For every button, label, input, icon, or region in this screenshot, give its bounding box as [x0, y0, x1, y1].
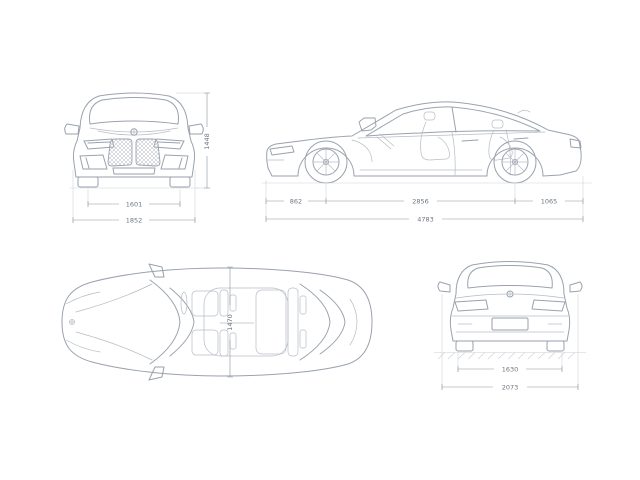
dim-wheelbase-value: 2856 — [412, 198, 429, 206]
rim — [312, 148, 340, 176]
rear-ground-hatch — [437, 352, 576, 360]
front-kidney-grille-right — [135, 138, 161, 167]
front-left-wheel — [77, 176, 99, 188]
front-bmw-roundel — [130, 128, 138, 136]
top-hood-lines — [65, 283, 153, 361]
rear-track-dimension: 1630 — [457, 366, 563, 374]
front-left-mirror — [64, 123, 80, 135]
spokes — [502, 149, 528, 175]
rear-headrest-left — [299, 295, 307, 315]
rear-bumper-lines — [451, 315, 569, 333]
rear-window — [467, 265, 553, 289]
side-greenhouse — [365, 106, 541, 137]
top-windshield-arcs — [149, 279, 195, 365]
side-rear-seat — [488, 119, 513, 161]
front-overall-width-dimension: 1852 — [72, 217, 196, 225]
passenger-seat-cushion — [191, 329, 219, 356]
side-front-wheel — [304, 140, 348, 184]
dimension-line — [72, 217, 196, 223]
dim-overall-length-value: 4783 — [417, 216, 434, 224]
rear-left-wheel — [455, 340, 474, 352]
dim-overall-width-value: 1852 — [126, 217, 143, 225]
rim — [501, 148, 529, 176]
dim-width-incl-mirrors-value: 2073 — [502, 384, 519, 392]
dimension-line — [265, 216, 584, 222]
driver-seat-back — [219, 289, 229, 317]
dimension-line — [227, 266, 233, 378]
top-front-seats — [180, 289, 255, 357]
front-right-mirror — [188, 123, 204, 135]
top-trunk-lines — [349, 298, 358, 346]
rear-width-mirrors-dimension: 2073 — [441, 384, 579, 392]
dim-rear-overhang-value: 1065 — [541, 198, 558, 206]
passenger-headrest — [229, 332, 237, 350]
roundel-cross — [69, 319, 75, 325]
rear-right-mirror — [569, 281, 583, 293]
front-view: 1601 1852 1448 — [64, 92, 211, 225]
dimension-line — [441, 384, 579, 390]
side-panel-lines — [267, 109, 546, 176]
side-interior — [351, 133, 395, 163]
seat-outline — [488, 129, 513, 161]
front-body-outline — [72, 92, 196, 178]
rear-headrest-right — [299, 329, 307, 349]
dim-overall-height-value: 1448 — [203, 133, 211, 150]
spokes — [313, 149, 339, 175]
dim-interior-width-value: 1470 — [226, 314, 234, 331]
top-right-mirror — [148, 366, 165, 381]
rear-left-taillight — [454, 299, 489, 312]
rear-license-plate — [491, 317, 529, 331]
steering-wheel — [180, 291, 188, 315]
rear-bench-cushion — [255, 289, 287, 355]
rear-trunk-line — [455, 293, 565, 299]
rear-right-wheel — [546, 340, 565, 352]
rear-right-taillight — [531, 299, 566, 312]
side-view: 862 2856 1065 4783 — [262, 101, 592, 224]
dim-rear-track-value: 1630 — [502, 366, 519, 374]
top-left-mirror — [148, 263, 165, 278]
side-taillight — [569, 138, 582, 149]
dimension-line — [457, 366, 563, 372]
side-overhang-wheelbase-dimensions: 862 2856 1065 — [265, 198, 584, 206]
side-body-outline — [266, 101, 582, 177]
top-view: 1470 — [61, 263, 373, 381]
rear-body-outline — [449, 261, 571, 342]
front-extension-lines — [72, 92, 210, 223]
side-door-handles — [461, 137, 529, 142]
top-interior-width-dimension: 1470 — [226, 266, 234, 378]
top-rear-bench — [255, 287, 307, 357]
dim-front-overhang-value: 862 — [290, 198, 302, 206]
passenger-seat-back — [219, 329, 229, 357]
side-front-seat — [420, 111, 450, 161]
dim-front-track-value: 1601 — [126, 201, 143, 209]
top-bmw-roundel — [69, 319, 75, 325]
driver-headrest — [229, 294, 237, 312]
side-mirror — [358, 117, 377, 132]
driver-seat-cushion — [191, 290, 219, 317]
top-roof-panel — [203, 287, 289, 357]
rear-left-mirror — [437, 281, 451, 293]
side-headlight — [269, 145, 295, 156]
rear-view: 1630 2073 — [434, 261, 586, 392]
rear-bench-back — [287, 287, 299, 357]
seat-outline — [420, 121, 450, 161]
seat-headrest — [423, 111, 436, 121]
seat-headrest — [491, 119, 504, 129]
top-rear-window-arcs — [299, 283, 346, 361]
front-right-wheel — [169, 176, 191, 188]
dimension-line — [87, 201, 181, 207]
dimension-line — [265, 198, 584, 204]
top-body-outline — [61, 267, 373, 377]
front-kidney-grille-left — [107, 138, 133, 167]
side-rear-wheel — [493, 140, 537, 184]
front-overall-height-dimension: 1448 — [203, 92, 211, 189]
roundel-cross — [130, 128, 138, 136]
dimension-line — [204, 92, 210, 189]
front-track-dimension: 1601 — [87, 201, 181, 209]
front-air-intakes — [79, 154, 189, 175]
rear-extension-lines — [441, 294, 579, 390]
side-overall-length-dimension: 4783 — [265, 216, 584, 224]
front-windshield — [89, 97, 179, 125]
